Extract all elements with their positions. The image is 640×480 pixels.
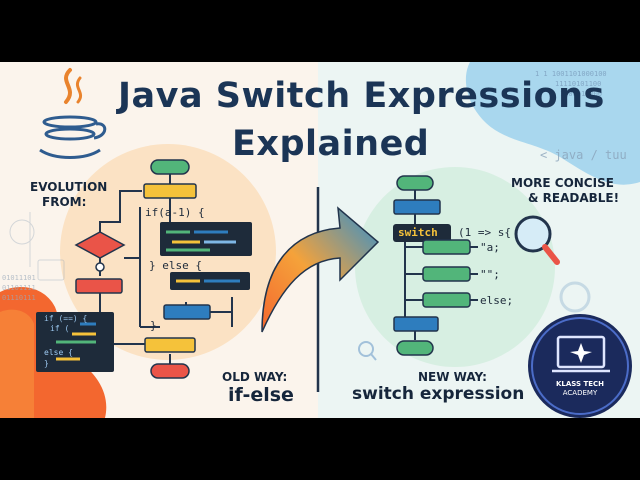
search-icon xyxy=(358,341,377,361)
concise-label-2: & READABLE! xyxy=(528,191,620,205)
switch-arg: (1 => s{ xyxy=(458,226,511,239)
binary-line-3: 1000011000 xyxy=(560,90,603,98)
old-code-close: } xyxy=(150,319,157,332)
switch-end-node xyxy=(396,340,434,356)
badge-line-2: ACADEMY xyxy=(562,389,598,397)
mini-code-4: } xyxy=(44,359,49,368)
magnifier-icon xyxy=(514,215,560,265)
orange-blob-inner xyxy=(0,309,34,418)
thumbnail-artwork: < java / tuu 1 1 1001101000100 111101011… xyxy=(0,62,640,418)
old-code-else: } else { xyxy=(149,259,202,272)
case-node-3 xyxy=(422,292,471,308)
title-line-1: Java Switch Expressions xyxy=(118,76,605,116)
mini-code-3: else { xyxy=(44,348,73,357)
bg-code-text: < java / tuu xyxy=(540,148,627,162)
old-way-value: if-else xyxy=(228,384,294,406)
start-node xyxy=(150,159,190,175)
transition-arrow xyxy=(261,206,380,333)
case-node-2 xyxy=(422,266,471,282)
binary-left-3: 01110111 xyxy=(2,294,36,302)
evolution-label-2: FROM: xyxy=(42,195,87,209)
end-node xyxy=(150,363,190,379)
new-way-value: switch expression xyxy=(352,384,525,404)
switch-start-node xyxy=(396,175,434,191)
mini-code-2: if ( xyxy=(50,324,70,333)
artwork-canvas xyxy=(0,62,640,418)
new-flowchart xyxy=(393,175,478,356)
old-flowchart xyxy=(36,159,252,379)
switch-merge-node xyxy=(393,316,439,332)
old-code-if: if(a-1) { xyxy=(145,206,205,219)
new-way-label: NEW WAY: xyxy=(418,370,487,384)
red-process-node xyxy=(75,278,123,294)
faint-decor-left xyxy=(9,212,65,281)
evolution-label-1: EVOLUTION xyxy=(30,180,108,194)
laptop-icon xyxy=(556,335,606,369)
decision-diamond xyxy=(74,231,126,259)
badge-line-1: KLASS TECH xyxy=(555,380,605,388)
binary-left-2: 01101111 xyxy=(2,284,36,292)
merge-node xyxy=(144,337,196,353)
case-text-3: else; xyxy=(480,294,514,307)
gear-icon xyxy=(559,281,591,313)
blue-process-node xyxy=(163,304,211,320)
binary-line-2: 11110101100 xyxy=(555,80,602,88)
case-text-1: "a; xyxy=(480,241,500,254)
java-logo-icon xyxy=(39,68,107,159)
title-line-2: Explained xyxy=(232,124,430,164)
case-node-1 xyxy=(422,239,471,255)
academy-badge xyxy=(528,314,632,418)
concise-label-1: MORE CONCISE xyxy=(511,176,614,190)
switch-keyword-box xyxy=(393,224,451,242)
binary-line-1: 1 1 1001101000100 xyxy=(535,70,607,78)
switch-process-node xyxy=(393,199,441,215)
old-way-label: OLD WAY: xyxy=(222,370,288,384)
binary-left-1: 01011101 xyxy=(2,274,36,282)
mini-code-1: if (==) { xyxy=(44,314,88,323)
process-node xyxy=(143,183,197,199)
case-text-2: ""; xyxy=(480,268,500,281)
blue-blob xyxy=(465,62,640,185)
switch-keyword: switch xyxy=(398,226,438,239)
